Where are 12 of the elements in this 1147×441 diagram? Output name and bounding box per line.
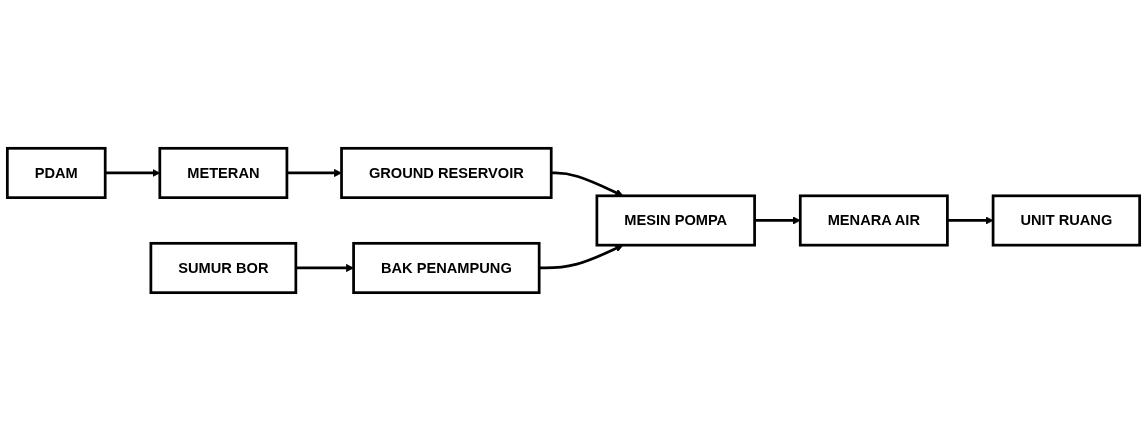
node-box: MENARA AIR — [798, 194, 949, 247]
node-box: PDAM — [5, 146, 107, 200]
arrow — [947, 216, 994, 225]
node-box: METERAN — [158, 146, 289, 200]
node-box: GROUND RESERVOIR — [340, 146, 553, 200]
arrow — [286, 168, 342, 177]
node-box: BAK PENAMPUNG — [352, 241, 541, 295]
node-box: MESIN POMPA — [595, 194, 756, 247]
arrow — [295, 264, 354, 273]
arrow — [754, 216, 801, 225]
node-box: UNIT RUANG — [991, 194, 1142, 247]
node-box: SUMUR BOR — [149, 241, 298, 295]
